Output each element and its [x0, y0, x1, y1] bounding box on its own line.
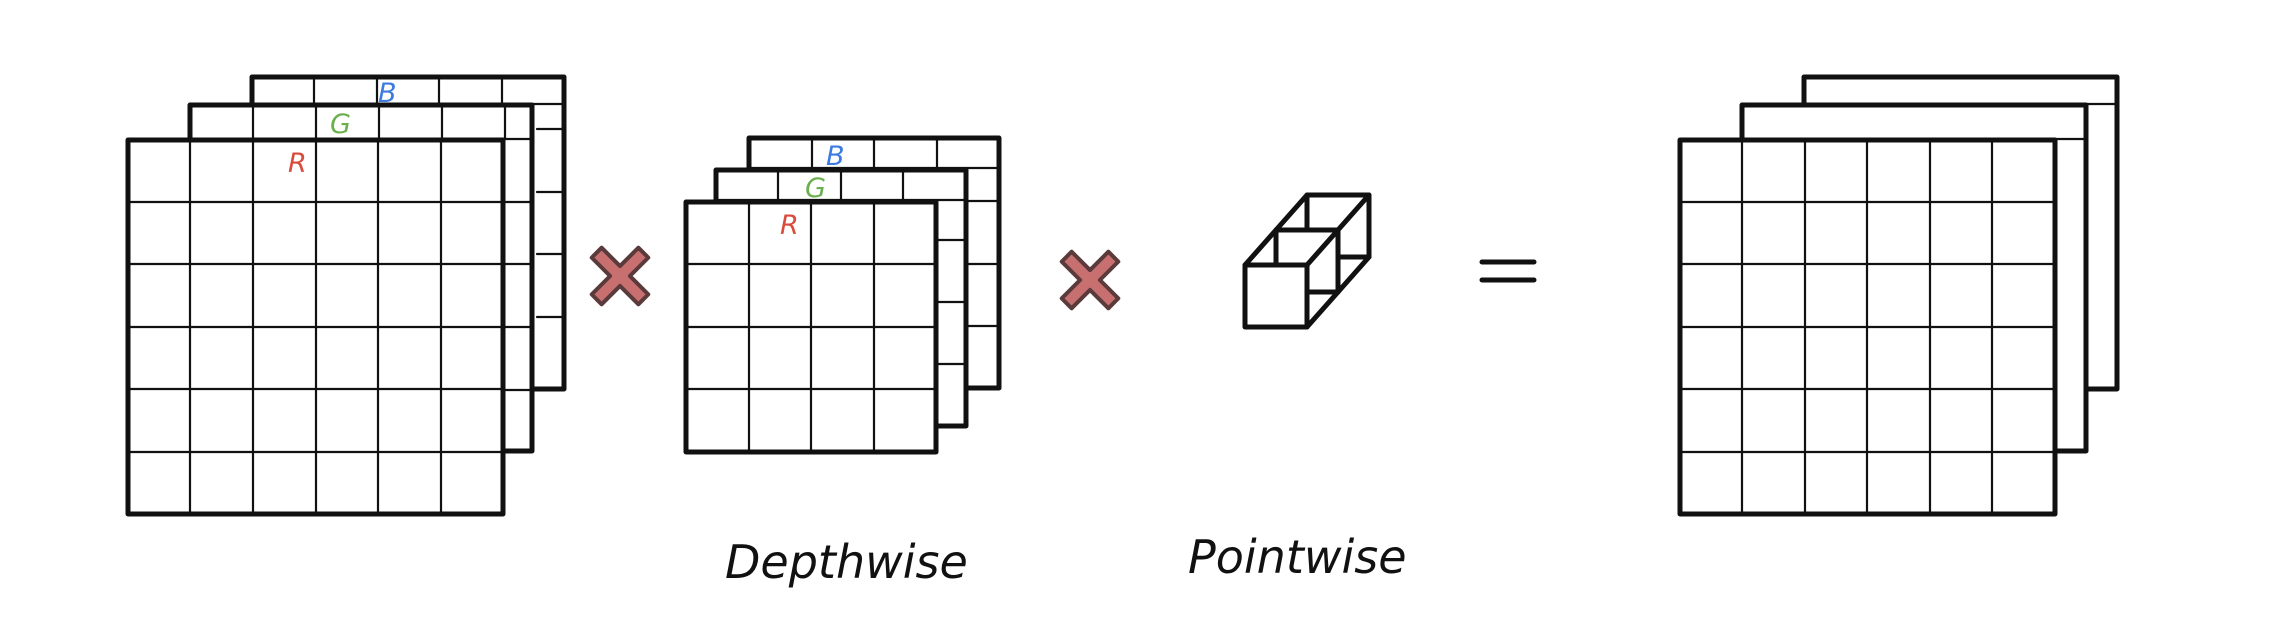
depthwise-caption: Depthwise [725, 535, 968, 589]
kernel-sheet-red-grid [684, 200, 938, 454]
kernel-channel-label-r: R [780, 210, 799, 241]
kernel-channel-label-b: B [826, 141, 845, 172]
input-sheet-red [125, 137, 506, 517]
multiply-cross-icon-2 [1059, 249, 1121, 311]
input-channel-label-r: R [288, 148, 307, 179]
pointwise-caption: Pointwise [1188, 530, 1407, 584]
depthwise-kernel: B G R [683, 135, 1002, 455]
output-sheet-front [1677, 137, 2058, 517]
input-channel-label-g: G [330, 109, 351, 140]
output-feature-map [1677, 74, 2120, 517]
pointwise-kernel [1242, 192, 1372, 330]
output-sheet-front-grid [1678, 138, 2057, 516]
equals-icon [1479, 259, 1537, 283]
kernel-channel-label-g: G [805, 173, 826, 204]
input-sheet-red-grid [126, 138, 505, 516]
input-channel-label-b: B [378, 78, 397, 109]
input-feature-map: B G R [125, 74, 567, 517]
multiply-cross-icon-1 [589, 245, 651, 307]
kernel-sheet-red [683, 199, 939, 455]
